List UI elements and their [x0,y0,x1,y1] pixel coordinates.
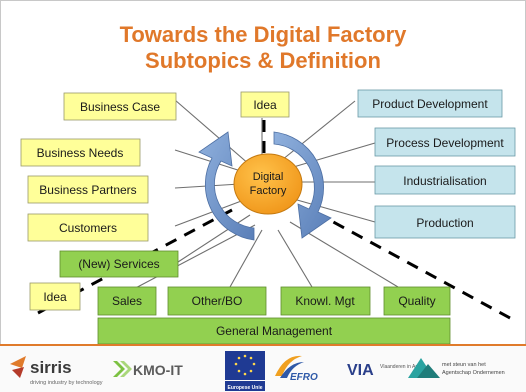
box-sales-label: Sales [112,294,142,308]
box-process-development [374,127,516,157]
cycle-arrows [198,131,332,241]
hub-label-line-2: Factory [250,185,287,197]
box-new-services [59,250,179,278]
left-boxes: Business Case Business Needs Business Pa… [20,92,177,242]
kmoit-chevron-icon-2 [120,361,132,377]
bottom-row: Sales Other/BO Knowl. Mgt Quality Genera… [97,286,451,345]
box-general-management-label: General Management [216,324,333,338]
efro-logo: EFRO [275,355,318,383]
efro-swoosh-icon [275,355,302,376]
box-industrialisation [374,165,516,195]
via-wordmark: VIA [347,362,374,379]
eu-logo: Europese Unie [225,351,265,391]
box-production-label: Production [416,216,473,230]
eu-label: Europese Unie [227,385,262,391]
box-other-bo-label: Other/BO [192,294,243,308]
box-quality-label: Quality [398,294,435,308]
digital-factory-hub: Digital Factory [233,153,303,215]
box-sales [97,286,157,316]
efro-wordmark: EFRO [290,372,318,383]
box-general-management [97,317,451,345]
agentschap-mountain-icon-2 [417,364,440,378]
title-line-2: Subtopics & Definition [145,48,381,73]
via-logo: VIA Vlaanderen in Actie [347,362,423,379]
box-industrialisation-label: Industrialisation [403,174,486,188]
title-line-1: Towards the Digital Factory [119,22,407,47]
agentschap-logo: met steun van het Agentschap Ondernemen [408,358,505,378]
box-top-idea-label: Idea [253,98,277,112]
box-process-development-label: Process Development [386,136,504,150]
logo-strip-graphics: sirris driving industry by technology KM… [10,351,505,391]
kmoit-chevron-icon [113,361,125,377]
sirris-wordmark: sirris [30,358,72,377]
connector [174,99,251,166]
dashed-line-right [314,210,511,320]
box-bottom-idea [29,282,81,311]
box-business-case [63,92,177,121]
agentschap-line-1: met steun van het [442,362,486,368]
box-knowl-mgt [280,286,371,316]
kmoit-logo: KMO-IT [113,361,183,378]
via-subtitle: Vlaanderen in Actie [380,364,423,370]
box-product-development [357,89,503,118]
connector [127,224,256,293]
agentschap-line-2: Agentschap Ondernemen [442,370,505,376]
connector [289,197,376,223]
box-business-partners-label: Business Partners [39,183,136,197]
cycle-arrow-left [198,131,255,241]
logo-strip: sirris driving industry by technology KM… [0,344,526,392]
connector [177,214,251,263]
sirris-mark-icon-2 [12,367,24,378]
connector [281,100,356,161]
sirris-mark-icon [10,356,26,368]
box-business-partners [27,175,149,204]
box-product-development-label: Product Development [372,97,488,111]
sirris-logo: sirris driving industry by technology [10,356,103,386]
box-new-services-label: (New) Services [78,257,159,271]
box-business-needs-label: Business Needs [37,146,124,160]
box-business-case-label: Business Case [80,100,160,114]
kmoit-wordmark: KMO-IT [133,362,183,378]
box-production [374,205,516,239]
hub-ellipse [233,153,303,215]
connector [277,229,313,288]
hub-label-line-1: Digital [253,171,284,183]
box-other-bo [167,286,267,316]
efro-swoosh-icon-2 [280,362,304,378]
box-customers [27,213,149,242]
connector [289,142,376,169]
box-customers-label: Customers [59,221,117,235]
right-boxes: Product Development Process Development … [357,89,516,239]
connector [174,149,245,173]
box-top-idea [240,91,290,118]
box-business-needs [20,138,141,167]
box-knowl-mgt-label: Knowl. Mgt [295,294,355,308]
connector [174,199,245,227]
box-quality [383,286,451,316]
sirris-tagline: driving industry by technology [30,380,103,386]
eu-label-bg [225,381,265,391]
cycle-arrow-right [273,131,332,239]
connector [229,229,263,288]
box-bottom-idea-label: Idea [43,290,67,304]
